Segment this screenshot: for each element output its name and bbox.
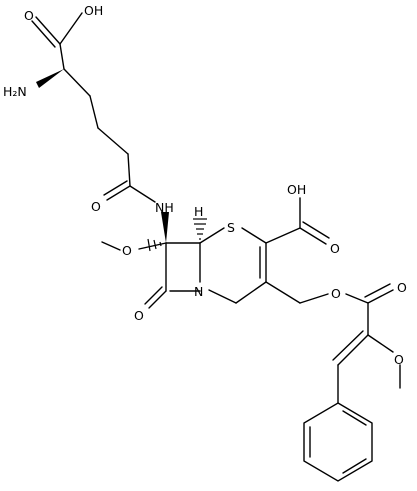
bond-c7-ome [138,242,167,250]
label-n-ring: N [194,284,203,299]
bond-amide-co-a [106,185,131,201]
bond-acid-calpha [59,43,65,70]
bond-ch2-o [299,293,329,304]
label-o-top-carbonyl: O [24,8,34,23]
label-o-methoxy-a: O [122,243,132,258]
label-h-stereo: H [194,204,203,219]
stereo-bonds [36,69,207,252]
bond-amide-c-n [129,185,156,203]
bond-chain-1 [63,68,91,97]
wedge-bond-nh [161,212,169,243]
bond-c-oh-top [59,12,83,45]
bond-skeleton [31,12,401,482]
bond-c3-c4 [235,281,267,304]
label-s: S [227,220,235,235]
bond-ester-co-b [364,283,391,298]
label-o-methoxy-b: O [394,352,404,367]
label-o-amide: O [91,199,101,214]
bond-c-o-top-double-a [35,16,61,45]
bond-c2-cooh [265,227,301,244]
label-o-ester-carbonyl: O [397,280,407,295]
bond-cooh-o-a [299,227,327,245]
bond-calpha-ome [367,334,394,353]
label-o-ester: O [331,286,341,301]
label-o-acid: O [330,241,340,256]
bond-c3-ch2 [265,281,301,304]
hash-bond-ome [147,238,162,252]
bond-phenyl-inner-2 [342,458,367,474]
bond-chain-3 [97,127,129,155]
bond-ester-co-a [367,289,394,304]
bond-lactam-co-b [144,286,163,305]
bond-lactam-co-a [148,290,167,309]
label-oh-top: OH [84,3,103,18]
bond-c-o-top-double-b [31,20,56,48]
bond-vinyl-b [332,330,364,361]
bond-vinyl-a [337,334,369,366]
bond-c4-n [208,289,237,304]
label-o-lactam: O [134,308,144,323]
bond-cooh-o-b [302,221,330,239]
bond-c6-s [199,227,225,244]
label-nh: NH [155,200,174,215]
bond-ome-ch3-a [101,241,121,251]
label-h2n: H₂N [3,84,27,99]
bond-chain-2 [89,95,99,129]
bond-o-carbonyl [345,293,369,304]
wedge-bond-nh2 [36,69,64,88]
bond-chain-4 [127,153,131,187]
label-oh-acid: OH [287,182,306,197]
hash-bond-h [193,218,207,240]
bond-phenyl-inner-1 [342,410,367,426]
atom-labels: OH O H₂N O NH H S OH O O O N O O O [3,3,407,367]
bond-s-c2 [241,227,267,244]
bond-phenyl-ring [303,402,373,482]
bond-amide-co-b [103,180,128,196]
